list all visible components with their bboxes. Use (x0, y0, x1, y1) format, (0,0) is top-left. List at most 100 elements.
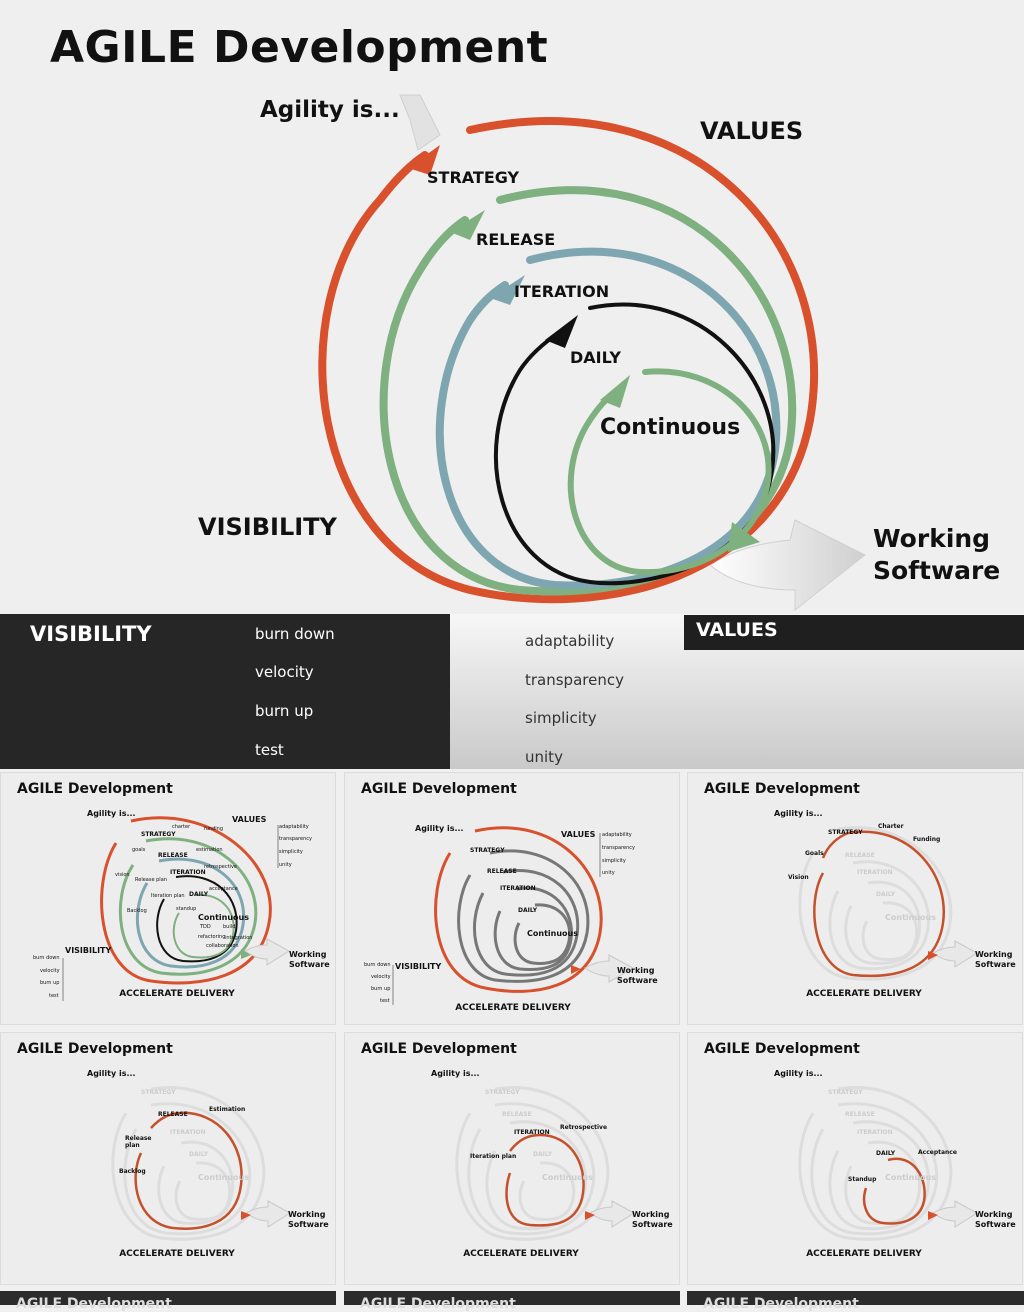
thumb-small-label: funding (204, 826, 224, 832)
thumb-iteration-label: ITERATION (170, 869, 206, 876)
values-tab (684, 615, 1024, 650)
slide-thumbnail[interactable]: AGILE Development (0, 1291, 336, 1311)
slide-thumbnail[interactable]: AGILE Development Agility is... STRATEGY… (344, 1032, 680, 1285)
thumb-side-visibility: test (380, 998, 390, 1004)
thumb-diagram (392, 826, 635, 1005)
thumb-visibility-label: VISIBILITY (65, 946, 112, 955)
values-item: adaptability (525, 632, 615, 650)
slide-thumbnail[interactable]: AGILE Development Agility is... STRATEGY… (687, 772, 1023, 1025)
thumb-working: Working (288, 1210, 326, 1219)
thumb-diagram (455, 1086, 635, 1241)
working-software-arrow (709, 519, 866, 612)
thumb-continuous-label: Continuous (198, 1173, 249, 1182)
thumb-software: Software (632, 1220, 673, 1229)
thumb-working: Working (975, 950, 1013, 959)
thumb-daily-label: DAILY (876, 891, 896, 898)
visibility-label: VISIBILITY (198, 513, 337, 541)
thumb-software: Software (975, 1220, 1016, 1229)
thumb-strategy-label: STRATEGY (485, 1089, 520, 1096)
slide-thumbnail[interactable]: AGILE Development Agility is... STRATEGY… (0, 1032, 336, 1285)
thumb-side-visibility: test (49, 993, 59, 999)
thumb-footer: ACCELERATE DELIVERY (463, 1249, 579, 1259)
thumb-title: AGILE Development (360, 1296, 516, 1312)
thumb-release-label: RELEASE (158, 1111, 188, 1118)
slide-thumbnail[interactable]: AGILE Development Agility is... VALUES S… (344, 772, 680, 1025)
thumb-daily-label: DAILY (876, 1150, 896, 1157)
slide-thumbnail[interactable]: AGILE Development (687, 1291, 1024, 1311)
thumb-software: Software (288, 1220, 329, 1229)
thumb-diagram (798, 1086, 978, 1241)
hero-diagram: AGILE Development Agility is... VALUES S… (0, 0, 1024, 614)
working-software-label: Working Software (873, 523, 1000, 587)
agility-arrow (399, 94, 441, 151)
thumb-iteration-label: ITERATION (170, 1129, 206, 1136)
thumb-footer: ACCELERATE DELIVERY (119, 989, 235, 999)
thumb-strategy-label: STRATEGY (470, 847, 505, 854)
thumb-continuous-label: Continuous (198, 913, 249, 922)
thumb-side-visibility: burn down (364, 962, 391, 968)
thumb-small-label: Vision (788, 874, 809, 881)
daily-arrowhead (600, 375, 630, 408)
continuous-label: Continuous (600, 415, 741, 440)
thumb-small-label: Charter (878, 823, 904, 830)
thumb-small-label: Goals (805, 850, 824, 857)
release-arrowhead (490, 275, 525, 305)
slide-thumbnail[interactable]: AGILE Development (344, 1291, 680, 1311)
release-label: RELEASE (476, 230, 556, 249)
daily-label: DAILY (570, 348, 621, 367)
daily-arc (567, 368, 772, 576)
thumb-title: AGILE Development (16, 1296, 172, 1312)
thumb-continuous-label: Continuous (542, 1173, 593, 1182)
thumb-small-label: vision (115, 872, 130, 878)
agility-label: Agility is... (260, 97, 400, 123)
thumb-working: Working (617, 966, 655, 975)
thumb-small-label: refactoring (198, 934, 226, 940)
slide-thumbnail[interactable]: AGILE Development Agility is... VALUES S… (0, 772, 336, 1025)
thumb-agility-label: Agility is... (87, 809, 136, 818)
values-item: unity (525, 748, 563, 766)
thumb-iteration-label: ITERATION (857, 1129, 893, 1136)
thumb-small-label: Retrospective (560, 1124, 608, 1131)
thumb-agility-label: Agility is... (431, 1069, 480, 1078)
thumb-title: AGILE Development (704, 1041, 860, 1057)
thumb-strategy-label: STRATEGY (141, 1089, 176, 1096)
thumb-title: AGILE Development (704, 781, 860, 797)
thumb-small-label: Release plan (135, 877, 167, 883)
thumb-title: AGILE Development (361, 781, 517, 797)
thumb-side-visibility: velocity (371, 974, 391, 980)
thumb-small-label: Release plan (125, 1135, 152, 1149)
thumb-footer: ACCELERATE DELIVERY (455, 1003, 571, 1013)
thumb-small-label: Backlog (127, 908, 147, 914)
thumb-continuous-label: Continuous (527, 929, 578, 938)
slide-thumbnail[interactable]: AGILE Development Agility is... STRATEGY… (687, 1032, 1023, 1285)
thumb-footer: ACCELERATE DELIVERY (806, 1249, 922, 1259)
thumb-side-value: simplicity (602, 858, 626, 864)
thumb-side-value: transparency (279, 836, 312, 842)
iteration-label: ITERATION (514, 282, 610, 301)
strategy-arrowhead (450, 210, 485, 240)
thumb-title: AGILE Development (17, 781, 173, 797)
thumb-small-label: build (223, 924, 236, 930)
thumb-small-label: estimation (196, 847, 223, 853)
thumb-diagram (111, 1086, 291, 1241)
iteration-arrowhead (545, 315, 578, 348)
thumb-strategy-label: STRATEGY (828, 829, 863, 836)
thumb-small-label: Acceptance (918, 1149, 957, 1156)
thumb-small-label: Iteration plan (470, 1153, 517, 1160)
values-label: VALUES (700, 117, 804, 145)
iteration-arc (493, 302, 776, 586)
thumb-small-label: standup (176, 906, 197, 912)
working-label: Working (873, 524, 991, 553)
thumb-agility-label: Agility is... (87, 1069, 136, 1078)
thumb-small-label: goals (132, 847, 146, 853)
thumb-title: AGILE Development (361, 1041, 517, 1057)
thumb-side-value: simplicity (279, 849, 303, 855)
continuous-arrowhead (728, 522, 760, 552)
thumb-diagram (62, 816, 290, 1001)
thumb-small-label: retrospective (204, 864, 237, 870)
strategy-label: STRATEGY (427, 168, 520, 187)
